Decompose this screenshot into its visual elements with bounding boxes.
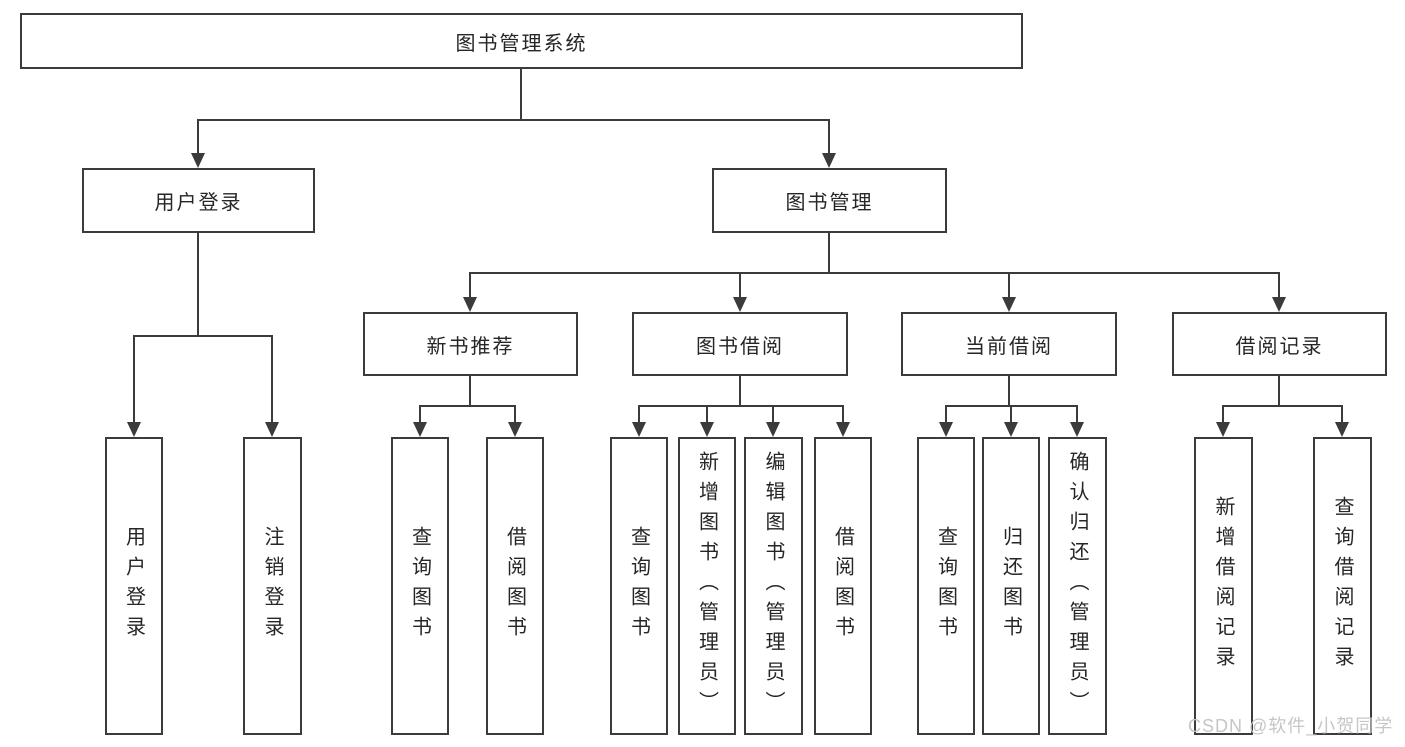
node-leaf-logout-label: 注销登录: [261, 526, 283, 646]
arrow-down-icon: [413, 422, 427, 437]
node-leaf-query-books-3: 查询图书: [917, 437, 975, 735]
connector-vline: [1010, 405, 1012, 424]
node-leaf-query-borrow-record: 查询借阅记录: [1313, 437, 1372, 735]
connector-vline: [520, 69, 522, 121]
node-leaf-add-borrow-record-label: 新增借阅记录: [1212, 496, 1234, 676]
node-leaf-query-books-1-label: 查询图书: [408, 526, 431, 646]
node-leaf-confirm-return-admin-label: 确认归还（管理员）: [1066, 451, 1088, 721]
node-borrow-records: 借阅记录: [1172, 312, 1387, 376]
node-leaf-query-books-1: 查询图书: [391, 437, 449, 735]
connector-vline: [638, 405, 640, 424]
node-book-borrow-label: 图书借阅: [696, 335, 784, 358]
node-user-login: 用户登录: [82, 168, 315, 233]
watermark: CSDN @软件_小贺同学: [1188, 716, 1394, 736]
arrow-down-icon: [836, 422, 850, 437]
node-leaf-return-book: 归还图书: [982, 437, 1040, 735]
arrow-down-icon: [463, 297, 477, 312]
connector-vline: [1278, 376, 1280, 407]
connector-hline: [469, 272, 1280, 274]
arrow-down-icon: [939, 422, 953, 437]
node-leaf-user-login: 用户登录: [105, 437, 163, 735]
connector-vline: [197, 119, 199, 155]
node-leaf-query-books-2: 查询图书: [610, 437, 668, 735]
connector-vline: [828, 119, 830, 155]
connector-vline: [419, 405, 421, 424]
node-book-management: 图书管理: [712, 168, 947, 233]
connector-hline: [419, 405, 516, 407]
connector-vline: [1008, 376, 1010, 407]
node-leaf-borrow-books-1: 借阅图书: [486, 437, 544, 735]
node-leaf-user-login-label: 用户登录: [122, 526, 145, 646]
node-leaf-edit-book-admin-label: 编辑图书（管理员）: [762, 451, 784, 721]
node-leaf-borrow-books-2: 借阅图书: [814, 437, 872, 735]
arrow-down-icon: [191, 153, 205, 168]
node-leaf-add-book-admin: 新增图书（管理员）: [678, 437, 736, 735]
node-book-borrow: 图书借阅: [632, 312, 848, 376]
node-leaf-edit-book-admin: 编辑图书（管理员）: [744, 437, 803, 735]
connector-hline: [638, 405, 844, 407]
connector-vline: [739, 376, 741, 407]
connector-vline: [133, 335, 135, 424]
connector-vline: [1076, 405, 1078, 424]
node-leaf-add-borrow-record: 新增借阅记录: [1194, 437, 1253, 735]
node-leaf-confirm-return-admin: 确认归还（管理员）: [1048, 437, 1107, 735]
connector-vline: [271, 335, 273, 424]
node-new-book-recommend: 新书推荐: [363, 312, 578, 376]
arrow-down-icon: [127, 422, 141, 437]
connector-hline: [1222, 405, 1343, 407]
arrow-down-icon: [1335, 422, 1349, 437]
node-leaf-query-books-2-label: 查询图书: [627, 526, 650, 646]
connector-vline: [706, 405, 708, 424]
node-current-borrow-label: 当前借阅: [965, 335, 1053, 358]
node-leaf-borrow-books-1-label: 借阅图书: [503, 526, 526, 646]
arrow-down-icon: [1070, 422, 1084, 437]
arrow-down-icon: [766, 422, 780, 437]
connector-vline: [842, 405, 844, 424]
node-leaf-add-book-admin-label: 新增图书（管理员）: [695, 451, 718, 721]
connector-vline: [469, 376, 471, 407]
connector-vline: [197, 233, 199, 337]
connector-vline: [1341, 405, 1343, 424]
arrow-down-icon: [508, 422, 522, 437]
connector-vline: [772, 405, 774, 424]
node-root-label: 图书管理系统: [455, 32, 588, 55]
node-user-login-label: 用户登录: [154, 192, 243, 214]
arrow-down-icon: [733, 297, 747, 312]
connector-hline: [133, 335, 273, 337]
connector-vline: [1008, 272, 1010, 299]
connector-vline: [945, 405, 947, 424]
node-book-management-label: 图书管理: [785, 192, 874, 214]
connector-vline: [828, 233, 830, 274]
node-root: 图书管理系统: [20, 13, 1023, 69]
connector-hline: [197, 119, 830, 121]
node-leaf-borrow-books-2-label: 借阅图书: [831, 526, 854, 646]
node-leaf-query-books-3-label: 查询图书: [934, 526, 957, 646]
arrow-down-icon: [1002, 297, 1016, 312]
arrow-down-icon: [265, 422, 279, 437]
node-current-borrow: 当前借阅: [901, 312, 1117, 376]
node-leaf-return-book-label: 归还图书: [999, 526, 1022, 646]
connector-vline: [1278, 272, 1280, 299]
node-new-book-recommend-label: 新书推荐: [426, 335, 515, 358]
arrow-down-icon: [1272, 297, 1286, 312]
node-leaf-query-borrow-record-label: 查询借阅记录: [1331, 496, 1353, 676]
connector-vline: [514, 405, 516, 424]
connector-vline: [469, 272, 471, 299]
node-borrow-records-label: 借阅记录: [1235, 335, 1324, 358]
arrow-down-icon: [1216, 422, 1230, 437]
node-leaf-logout: 注销登录: [243, 437, 302, 735]
arrow-down-icon: [632, 422, 646, 437]
arrow-down-icon: [822, 153, 836, 168]
arrow-down-icon: [1004, 422, 1018, 437]
connector-vline: [1222, 405, 1224, 424]
connector-vline: [739, 272, 741, 299]
arrow-down-icon: [700, 422, 714, 437]
